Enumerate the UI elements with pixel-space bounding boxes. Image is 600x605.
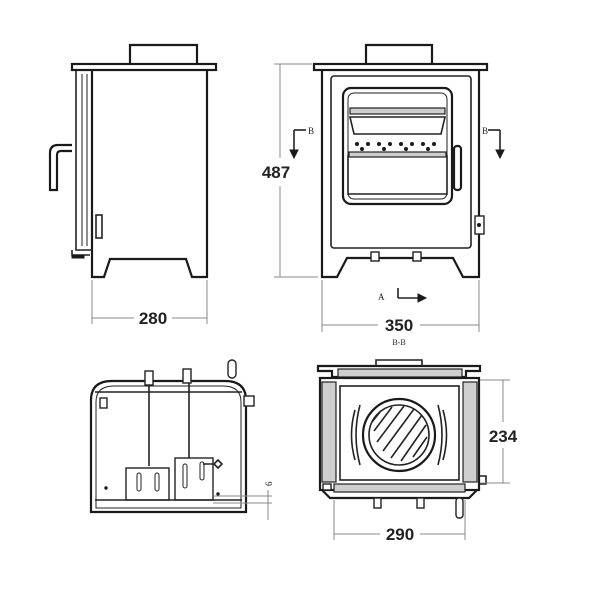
section-grate-inner (368, 404, 430, 466)
side-top-plate (70, 62, 218, 72)
front-air-holes (355, 142, 436, 151)
top-view-lug-spare (227, 359, 237, 379)
front-view (312, 43, 489, 279)
front-height-dimension: 487 (262, 63, 318, 278)
front-glass-inner (347, 92, 448, 200)
top-view (89, 359, 255, 514)
side-depth-label: 280 (139, 309, 167, 328)
top-view-knob (203, 458, 224, 470)
section-wall-right (462, 381, 478, 483)
front-flue-collar (364, 43, 434, 64)
front-glass (341, 86, 454, 206)
top-view-lug-right (182, 368, 192, 384)
front-door-frame (330, 75, 472, 249)
section-door-outline (321, 489, 478, 500)
top-view-plate-left-slot-2 (154, 472, 160, 492)
top-depth-label: 234 (489, 427, 518, 446)
section-latch (479, 475, 487, 485)
top-view-clip-left (99, 397, 108, 409)
section-lug-left (373, 497, 382, 509)
section-wall-left (321, 381, 337, 483)
front-handle (452, 144, 463, 192)
section-slot-left-2 (355, 404, 361, 466)
section-view (316, 359, 487, 519)
front-lower-log (347, 155, 448, 195)
section-door (333, 483, 466, 493)
section-firebox (339, 385, 460, 481)
section-slot-left (350, 409, 356, 461)
front-body (320, 70, 481, 279)
front-air-control-right (412, 251, 422, 262)
top-view-clip-right (243, 395, 255, 407)
top-view-plate-right (174, 457, 214, 501)
side-latch (95, 214, 103, 239)
section-title: B-B (392, 338, 405, 347)
front-grate (348, 151, 447, 158)
view-marker: A (378, 288, 428, 303)
section-corner-left (322, 483, 332, 491)
top-view-plate-right-slot (182, 463, 188, 489)
front-latch-pin (477, 223, 481, 227)
front-baffle (349, 107, 446, 115)
section-outer (318, 376, 481, 492)
section-marker-right: B (482, 126, 505, 160)
section-marker-left-label: B (308, 126, 314, 136)
top-view-lug-left (144, 370, 154, 386)
front-height-label: 487 (262, 163, 290, 182)
front-top-plate (312, 62, 489, 72)
side-body (90, 70, 209, 279)
side-door-strip (75, 70, 92, 251)
side-flue-collar (128, 43, 199, 64)
section-handle (455, 497, 464, 519)
section-lug-right (416, 497, 425, 509)
section-grate-outer (361, 397, 437, 473)
section-grate-bars (371, 405, 428, 462)
front-upper-log (348, 116, 447, 135)
section-slot-right-2 (437, 404, 443, 466)
section-slot-right (442, 409, 448, 461)
side-depth-dimension: 280 (91, 280, 208, 328)
small-offset-label: 6 (264, 481, 274, 486)
section-marker-right-label: B (482, 126, 488, 136)
front-width-dimension: 350 B-B (321, 280, 480, 347)
front-width-label: 350 (385, 316, 413, 335)
section-top-baffle (375, 359, 423, 366)
top-width-label: 290 (386, 525, 414, 544)
side-view (48, 43, 218, 279)
view-marker-label: A (378, 292, 385, 302)
section-top-bar (337, 368, 463, 378)
top-view-plate-right-slot-2 (199, 461, 205, 481)
section-marker-left: B (289, 126, 314, 160)
top-view-plate-left (125, 467, 170, 501)
side-handle (48, 143, 72, 192)
small-offset-dimension: 6 (213, 481, 274, 520)
front-air-control-left (370, 251, 380, 262)
side-foot-detail (71, 254, 85, 259)
top-width-dimension: 290 (333, 500, 466, 544)
top-depth-dimension: 234 (480, 379, 518, 484)
top-view-plate-left-slot-1 (136, 472, 142, 492)
